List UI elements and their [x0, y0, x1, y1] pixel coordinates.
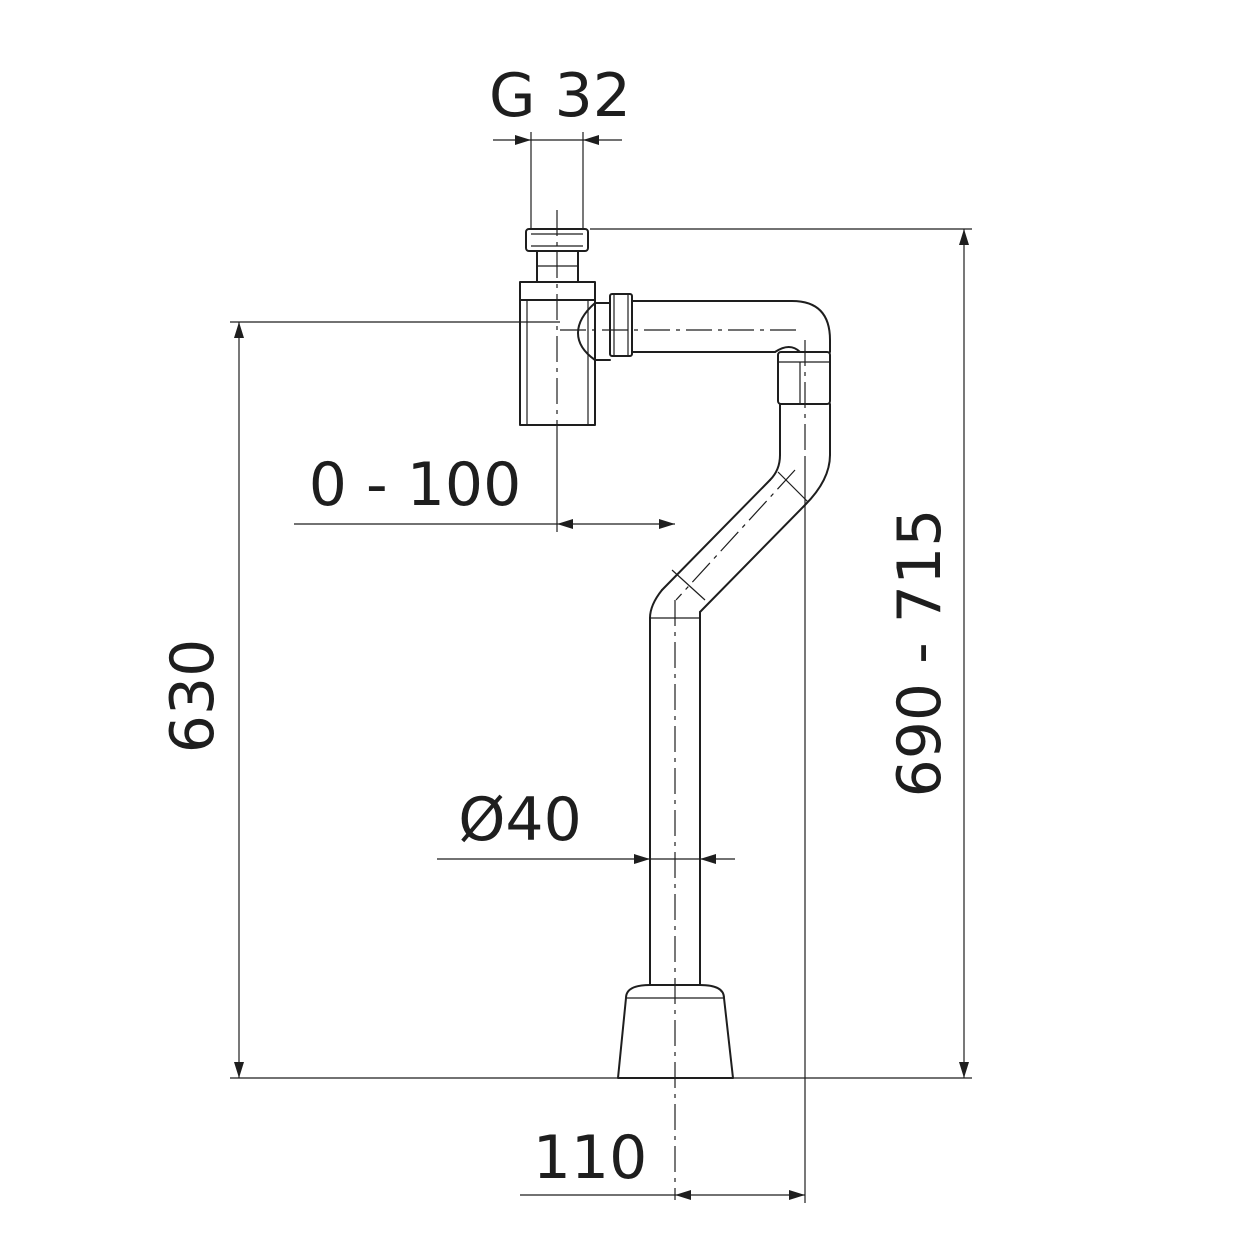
dimension-offset: 0 - 100: [294, 440, 675, 532]
diameter-label: Ø40: [458, 785, 582, 855]
dimension-height-wall: 630: [158, 321, 618, 1079]
height-wall-label: 630: [158, 639, 228, 754]
outlet-pipe: [594, 293, 831, 986]
dimension-diameter: Ø40: [437, 785, 735, 864]
dimension-thread: G 32: [489, 61, 631, 229]
offset-label: 0 - 100: [309, 450, 522, 520]
center-lines: [556, 210, 806, 1200]
height-total-label: 690 - 715: [885, 509, 955, 798]
dimension-height-total: 690 - 715: [590, 228, 972, 1079]
projection-label: 110: [533, 1123, 648, 1193]
dimension-projection: 110: [520, 460, 806, 1203]
thread-label: G 32: [489, 61, 631, 131]
